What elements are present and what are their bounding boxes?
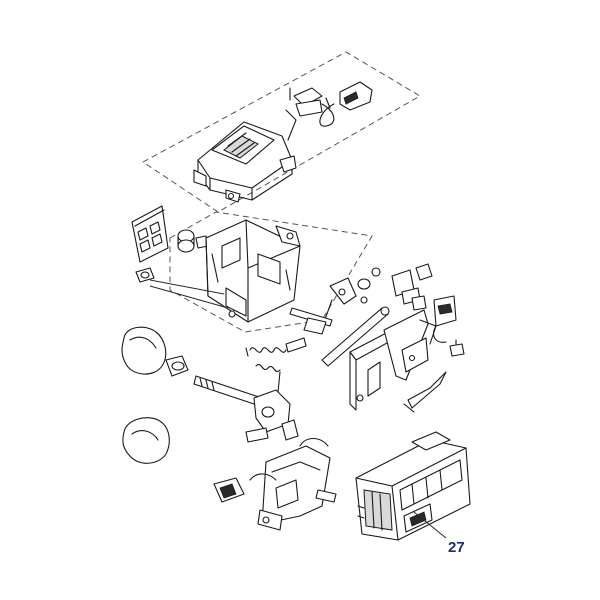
gear-knob-lower [122,417,170,464]
switch-plate [131,205,169,263]
bush-nut [135,229,209,283]
spring-shaft [245,337,307,372]
selector-rod [321,306,390,367]
dashed-group-outline-upper [142,51,421,213]
gear-knob-upper [121,326,189,377]
callout-27-label: 27 [448,539,465,556]
control-module [355,431,471,541]
right-bracket-assembly [349,309,437,411]
right-small-parts [391,263,465,413]
dashed-group-outline-lower [169,211,373,333]
shaft-lever-assembly [289,267,381,335]
selector-gate-cover [193,109,297,203]
selector-housing [149,219,301,323]
upper-switch-connector [289,81,373,127]
callout-27: 27 [413,511,465,556]
callout-27-leader [413,511,447,539]
gear-lever-shaft [193,371,299,443]
lower-bracket-connector [213,437,337,531]
